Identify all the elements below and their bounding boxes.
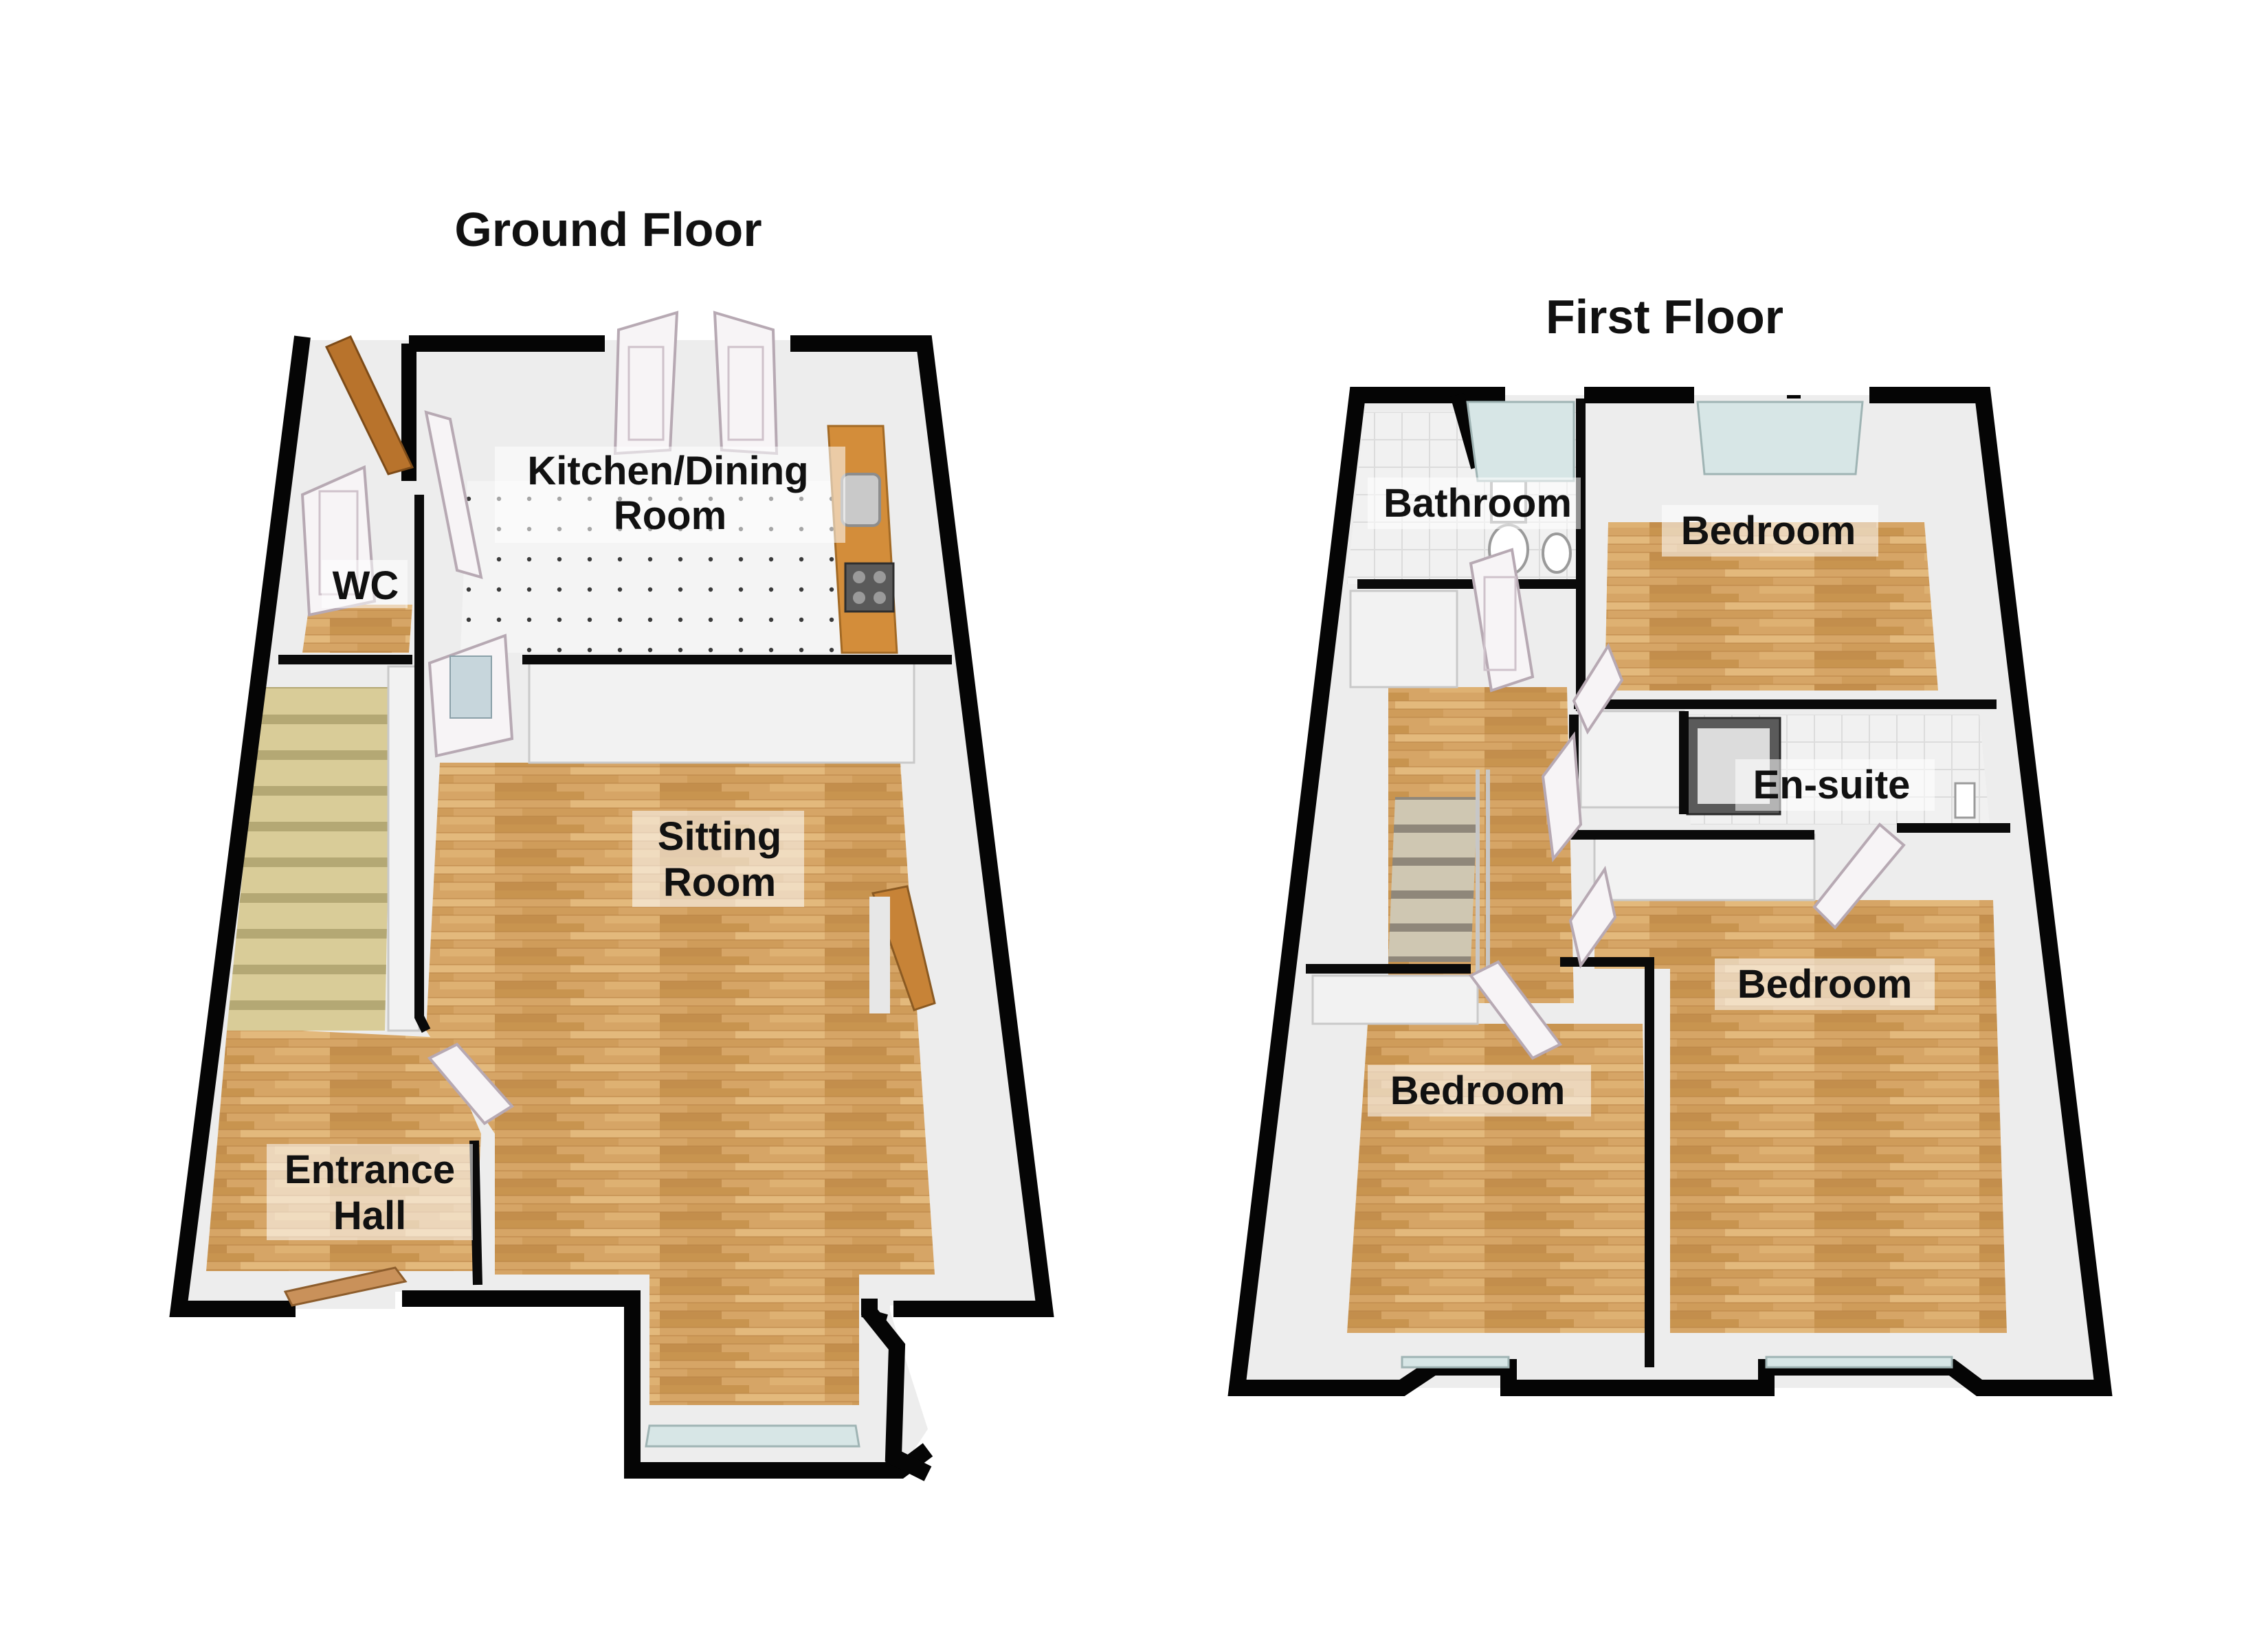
bay-window — [645, 1424, 860, 1448]
bathroom-window — [1466, 401, 1575, 482]
sitting-room-door — [427, 1042, 515, 1125]
ground-outer-wall — [409, 335, 1054, 1317]
label-background — [267, 1144, 473, 1240]
wc-floor — [302, 605, 412, 653]
inner-wall-line — [469, 1140, 482, 1286]
sitting-room-floor — [426, 763, 935, 1405]
stair-banister — [1476, 770, 1490, 976]
first-floor-title: First Floor — [1546, 290, 1783, 344]
patio-door-right — [713, 311, 779, 456]
label-background — [1715, 958, 1935, 1010]
bathroom-label: Bathroom — [1383, 481, 1572, 526]
label-background — [632, 811, 804, 907]
patio-doors — [613, 311, 779, 456]
basin-icon — [1542, 532, 1572, 574]
first-floor-plan: First Floor Bathroom Bedroom En-suite Be… — [1227, 290, 2113, 1396]
kitchen-sitting-wall — [528, 658, 915, 764]
hob-icon — [844, 562, 895, 613]
ensuite-basin — [1954, 782, 1976, 819]
first-outer-wall — [1227, 387, 2113, 1396]
label-background — [495, 447, 845, 543]
bedroom-left-upper-wall — [1311, 974, 1479, 1025]
back-door — [324, 335, 414, 475]
hob-burner — [874, 571, 886, 583]
label-background — [322, 560, 408, 608]
ensuite-upper-wall — [1579, 710, 1685, 809]
kitchen-side-door — [424, 410, 483, 579]
ground-outer-wall — [169, 335, 311, 1317]
label-background — [1368, 1065, 1591, 1117]
entrance-hall-label-line1: Entrance — [285, 1147, 455, 1192]
kitchen-dining-label-line1: Kitchen/Dining — [527, 449, 808, 493]
bedroom-left-label: Bedroom — [1390, 1068, 1566, 1113]
bedroom-top-label: Bedroom — [1681, 508, 1856, 553]
entrance-hall-label-line2: Hall — [333, 1193, 406, 1238]
kitchen-dining-label-line2: Room — [614, 493, 726, 538]
inner-wall-line — [1560, 957, 1654, 1367]
wc-label: WC — [333, 563, 399, 608]
door-panel — [1483, 576, 1517, 671]
ground-floor-plan: Ground Floor Kitchen/Dining Room WC Sitt… — [169, 203, 1054, 1481]
ground-floor-title: Ground Floor — [454, 203, 761, 256]
sink-icon — [841, 473, 881, 527]
label-background — [1368, 478, 1581, 529]
ground-outer-wall — [861, 1308, 888, 1324]
bedroom-right-door — [1568, 865, 1617, 969]
bathroom-lower-wall — [1349, 590, 1458, 688]
door-panel — [727, 346, 764, 441]
sitting-room-label-line2: Room — [663, 860, 776, 905]
bedroom-left-window — [1401, 1356, 1510, 1369]
bedroom-right-upper-wall — [1593, 833, 1816, 901]
ensuite-label: En-suite — [1753, 763, 1911, 807]
bedroom-top-door — [1572, 642, 1624, 735]
ground-staircase — [227, 687, 392, 1031]
label-background — [1735, 759, 1935, 811]
door-glazing — [449, 655, 492, 719]
sitting-room-label-line1: Sitting — [658, 814, 781, 859]
fireplace-hearth — [869, 897, 890, 1013]
inner-wall-line — [414, 495, 431, 1033]
hob-burner — [853, 571, 865, 583]
bedroom-top-floor — [1605, 522, 1938, 691]
label-background — [1662, 505, 1878, 557]
first-floor-staircase — [1388, 797, 1478, 962]
door-panel — [627, 346, 665, 441]
front-door — [283, 1266, 408, 1307]
hob-burner — [874, 592, 886, 604]
cupboard-door — [1541, 731, 1583, 862]
bedroom-right-window — [1765, 1356, 1953, 1369]
hob-burner — [853, 592, 865, 604]
patio-door-left — [613, 311, 679, 456]
bedroom-left-door — [1468, 960, 1563, 1060]
bedroom-right-label: Bedroom — [1737, 962, 1913, 1007]
ground-outer-wall — [861, 1299, 932, 1481]
bedroom-top-window — [1696, 401, 1864, 475]
ensuite-door — [1812, 822, 1906, 930]
